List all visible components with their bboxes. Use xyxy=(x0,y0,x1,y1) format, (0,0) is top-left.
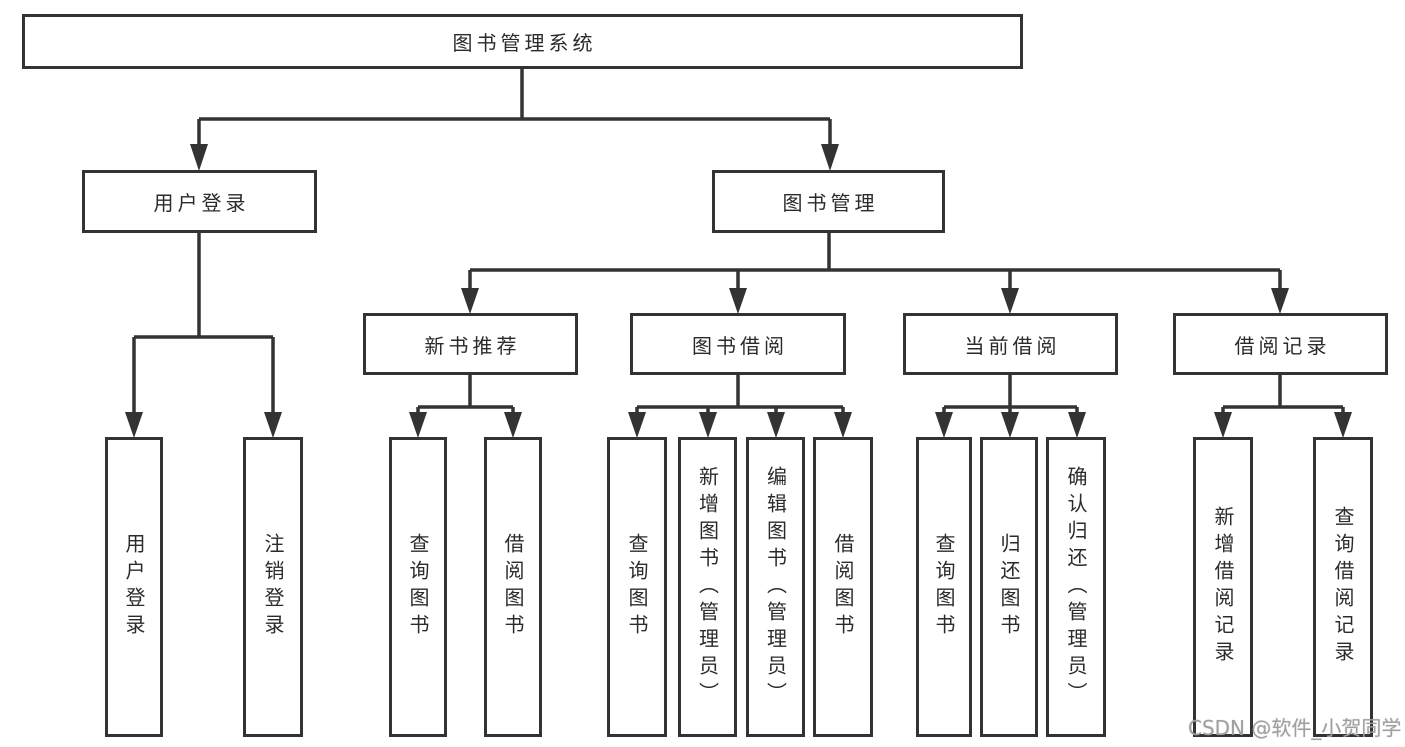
arrowheads xyxy=(125,144,1352,438)
node-label: 查询图书 xyxy=(932,533,956,641)
leaf-edit-books-admin: 编辑图书（管理员） xyxy=(746,437,805,737)
node-label: 用户登录 xyxy=(122,533,146,641)
node-new-book-recommendation: 新书推荐 xyxy=(363,313,578,375)
node-book-management: 图书管理 xyxy=(712,170,945,233)
node-book-borrowing: 图书借阅 xyxy=(630,313,846,375)
node-library-system: 图书管理系统 xyxy=(22,14,1023,69)
csdn-watermark: CSDN @软件_小贺同学 xyxy=(1188,716,1402,740)
leaf-confirm-return-admin: 确认归还（管理员） xyxy=(1046,437,1106,737)
node-label: 借阅图书 xyxy=(501,533,525,641)
leaf-borrow-books-recommend: 借阅图书 xyxy=(484,437,542,737)
leaf-add-books-admin: 新增图书（管理员） xyxy=(678,437,737,737)
node-label: 查询图书 xyxy=(625,533,649,641)
leaf-query-borrow-record: 查询借阅记录 xyxy=(1313,437,1373,737)
node-label: 查询借阅记录 xyxy=(1331,506,1355,668)
node-label: 确认归还（管理员） xyxy=(1064,465,1088,709)
leaf-borrow-books: 借阅图书 xyxy=(813,437,873,737)
node-label: 借阅图书 xyxy=(831,533,855,641)
node-label: 借阅记录 xyxy=(1234,333,1331,358)
node-label: 编辑图书（管理员） xyxy=(763,465,788,709)
node-label: 图书管理系统 xyxy=(452,31,597,55)
leaf-add-borrow-record: 新增借阅记录 xyxy=(1193,437,1253,737)
node-label: 图书借阅 xyxy=(692,333,788,358)
node-label: 用户登录 xyxy=(153,191,250,215)
leaf-query-books-borrowing: 查询图书 xyxy=(607,437,667,737)
leaf-user-login: 用户登录 xyxy=(105,437,163,737)
node-label: 新增借阅记录 xyxy=(1211,506,1235,668)
node-label: 图书管理 xyxy=(782,191,879,215)
node-current-borrowing: 当前借阅 xyxy=(903,313,1118,375)
leaf-query-books-recommend: 查询图书 xyxy=(389,437,447,737)
node-label: 新书推荐 xyxy=(424,333,521,358)
node-label: 注销登录 xyxy=(261,533,285,641)
node-user-login: 用户登录 xyxy=(82,170,317,233)
node-label: 新增图书（管理员） xyxy=(695,465,720,709)
leaf-query-books-current: 查询图书 xyxy=(916,437,972,737)
node-label: 查询图书 xyxy=(406,533,430,641)
node-label: 归还图书 xyxy=(997,533,1021,641)
node-borrowing-records: 借阅记录 xyxy=(1173,313,1388,375)
node-label: 当前借阅 xyxy=(964,333,1061,358)
leaf-logout: 注销登录 xyxy=(243,437,303,737)
leaf-return-books: 归还图书 xyxy=(980,437,1038,737)
